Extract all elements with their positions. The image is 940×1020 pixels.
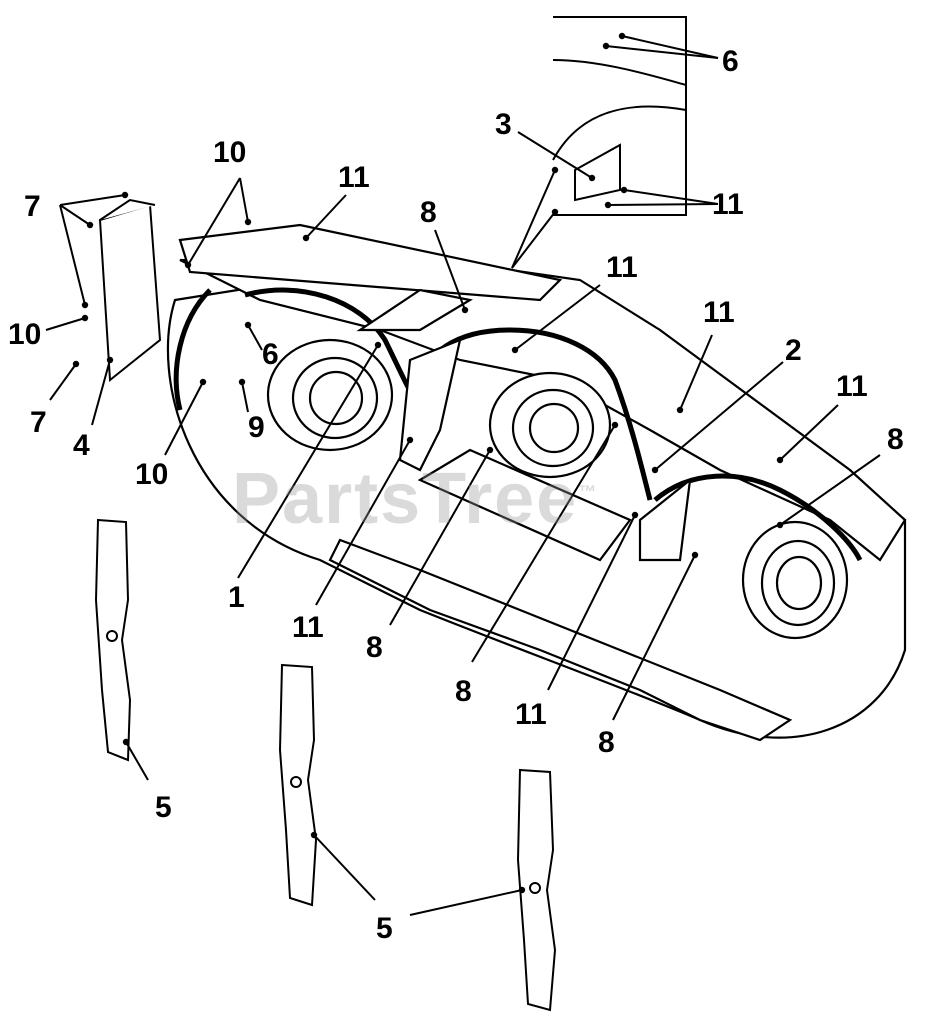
callout-3: 3 [495,108,512,141]
callout-8-right: 8 [887,423,904,456]
callout-11-top: 11 [338,161,370,194]
callout-11-right: 11 [836,370,868,403]
spindle-left [266,338,394,452]
callout-11-center-top: 11 [606,251,638,284]
callout-10-top: 10 [213,136,247,169]
leader-lines [45,32,881,916]
callout-4: 4 [73,429,90,462]
callout-11-inset: 11 [712,188,744,221]
callout-11-bottom-center: 11 [515,698,547,731]
callout-6-main: 6 [262,338,279,371]
callout-10-bottom: 10 [135,458,169,491]
inset-detail [552,16,687,216]
watermark: PartsTree™ [232,459,599,539]
blades [94,518,557,1012]
callout-7-top: 7 [24,190,41,223]
chute-bracket [98,198,162,382]
callout-5-left: 5 [155,791,172,824]
callout-8-bottom-left: 8 [366,631,383,664]
spindle-center [488,371,612,479]
callout-5-bottom: 5 [376,912,393,945]
spindle-right [741,520,849,640]
callout-2: 2 [785,334,802,367]
callout-8-top: 8 [420,196,437,229]
callout-1: 1 [228,581,245,614]
callout-9: 9 [248,411,265,444]
support-bar [178,223,692,562]
callout-11-bottom-left: 11 [292,611,324,644]
callout-8-bottom-center: 8 [455,675,472,708]
callout-6-inset: 6 [722,45,739,78]
callout-11-right-top: 11 [703,296,735,329]
callout-7-left: 7 [30,406,47,439]
watermark-trademark: ™ [578,482,599,502]
callout-8-bottom-right: 8 [598,726,615,759]
callout-10-left: 10 [8,318,42,351]
